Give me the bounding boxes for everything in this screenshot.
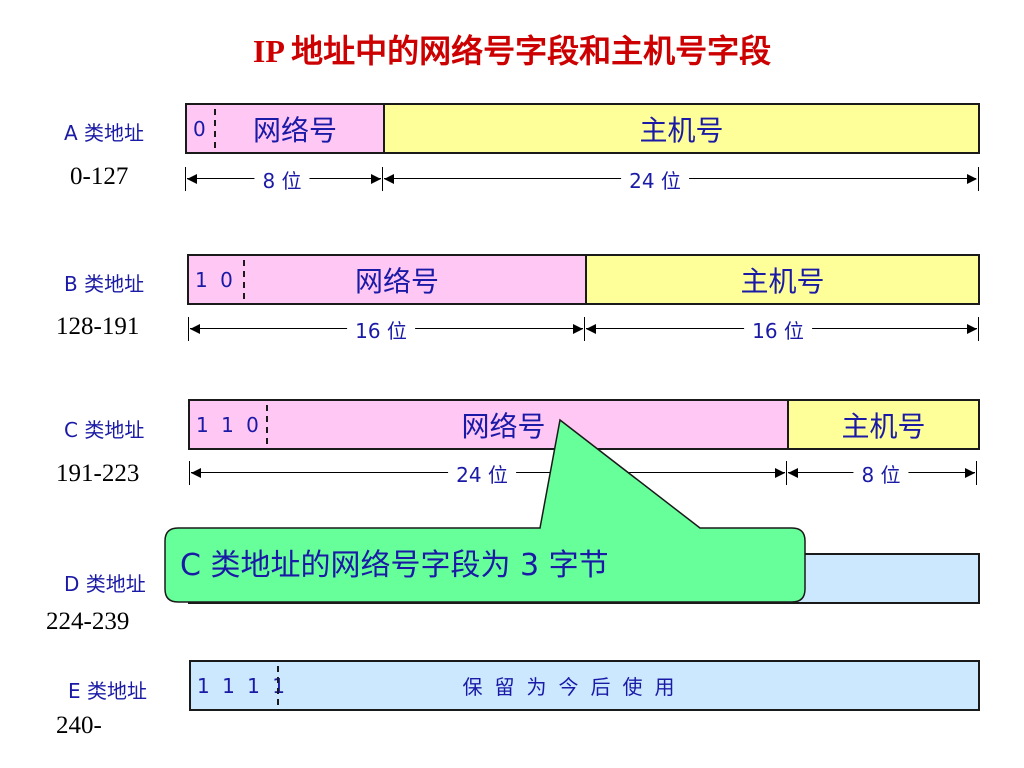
class-e-prefix: 1 1 1 1 bbox=[197, 673, 288, 698]
class-c-bar: 1 1 0 网络号 主机号 bbox=[188, 399, 980, 450]
class-e-field: 1 1 1 1 保留为今后使用 bbox=[191, 662, 978, 709]
class-c-host-field: 主机号 bbox=[789, 401, 978, 448]
class-b-label: B 类地址 bbox=[64, 272, 145, 296]
class-c-range: 191-223 bbox=[56, 460, 140, 487]
class-c-host-bits: 8 位 bbox=[853, 459, 909, 488]
class-b-network-label: 网络号 bbox=[354, 264, 439, 298]
class-a-range: 0-127 bbox=[70, 163, 129, 190]
arrowhead-left bbox=[788, 468, 798, 478]
class-b-prefix: 1 0 bbox=[195, 267, 236, 292]
bit-tick bbox=[185, 167, 186, 191]
class-a-network-bits: 8 位 bbox=[254, 165, 310, 194]
class-a-bit-widths: 8 位 24 位 bbox=[185, 165, 980, 194]
class-b-host-label: 主机号 bbox=[740, 264, 825, 298]
bit-tick bbox=[976, 461, 977, 485]
bit-tick bbox=[786, 461, 787, 485]
class-a-network-field: 0 网络号 bbox=[187, 105, 385, 152]
class-a-host-label: 主机号 bbox=[639, 113, 724, 147]
class-a-bar: 0 网络号 主机号 bbox=[185, 103, 980, 154]
class-a-prefix: 0 bbox=[193, 116, 209, 141]
arrowhead-right bbox=[965, 468, 975, 478]
class-e-bar: 1 1 1 1 保留为今后使用 bbox=[189, 660, 980, 711]
bit-tick bbox=[382, 167, 383, 191]
class-a-prefix-divider bbox=[214, 109, 216, 148]
class-c-prefix-divider bbox=[266, 405, 268, 444]
class-d-range: 224-239 bbox=[46, 608, 130, 635]
class-e-label: E 类地址 bbox=[68, 679, 147, 703]
class-a-host-field: 主机号 bbox=[385, 105, 978, 152]
class-b-network-field: 1 0 网络号 bbox=[189, 256, 587, 303]
class-b-bar: 1 0 网络号 主机号 bbox=[187, 254, 980, 305]
bit-tick bbox=[584, 317, 585, 341]
callout-bubble bbox=[164, 418, 806, 603]
class-b-host-bits: 16 位 bbox=[744, 315, 812, 344]
arrowhead-right bbox=[371, 174, 381, 184]
class-a-host-bits: 24 位 bbox=[621, 165, 689, 194]
arrowhead-left bbox=[384, 174, 394, 184]
class-a-network-label: 网络号 bbox=[252, 113, 337, 147]
bit-tick bbox=[978, 317, 979, 341]
class-e-range: 240- bbox=[56, 712, 102, 739]
bit-tick bbox=[188, 317, 189, 341]
class-b-range: 128-191 bbox=[56, 313, 140, 340]
callout-text: C 类地址的网络号字段为 3 字节 bbox=[180, 548, 609, 583]
class-d-label: D 类地址 bbox=[64, 572, 146, 596]
class-c-network-bits: 24 位 bbox=[448, 459, 516, 488]
page-title: IP 地址中的网络号字段和主机号字段 bbox=[252, 33, 772, 69]
arrowhead-right bbox=[967, 324, 977, 334]
class-c-network-field: 1 1 0 网络号 bbox=[190, 401, 789, 448]
arrowhead-left bbox=[586, 324, 596, 334]
arrowhead-right bbox=[775, 468, 785, 478]
bit-tick bbox=[189, 461, 190, 485]
class-b-bit-widths: 16 位 16 位 bbox=[188, 315, 980, 344]
arrowhead-left bbox=[191, 468, 201, 478]
class-e-reserved-label: 保留为今后使用 bbox=[462, 675, 687, 699]
class-a-label: A 类地址 bbox=[64, 121, 145, 145]
arrowhead-left bbox=[187, 174, 197, 184]
class-e-prefix-divider bbox=[277, 666, 279, 705]
class-b-network-bits: 16 位 bbox=[347, 315, 415, 344]
class-b-host-field: 主机号 bbox=[587, 256, 978, 303]
class-b-prefix-divider bbox=[243, 260, 245, 299]
arrowhead-right bbox=[573, 324, 583, 334]
class-c-label: C 类地址 bbox=[64, 418, 145, 442]
bit-tick bbox=[978, 167, 979, 191]
arrowhead-left bbox=[190, 324, 200, 334]
class-c-prefix: 1 1 0 bbox=[196, 412, 262, 437]
class-c-host-label: 主机号 bbox=[841, 409, 926, 443]
arrowhead-right bbox=[967, 174, 977, 184]
class-c-network-label: 网络号 bbox=[461, 409, 546, 443]
class-c-bit-widths: 24 位 8 位 bbox=[189, 459, 979, 488]
